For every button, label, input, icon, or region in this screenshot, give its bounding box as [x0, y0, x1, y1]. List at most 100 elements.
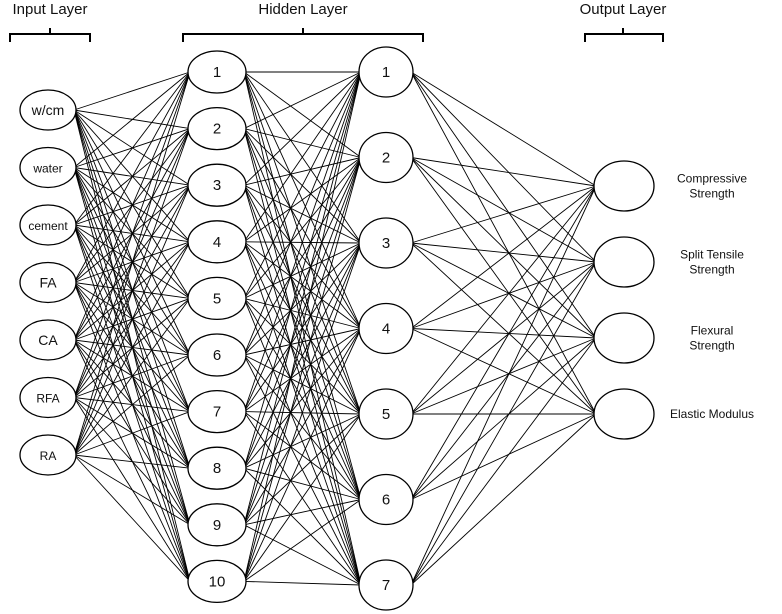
hidden2-output-edge	[410, 157, 597, 415]
hidden-layer-bracket	[182, 28, 424, 42]
hidden2-node-circle	[358, 217, 414, 269]
hidden2-node: 2	[358, 131, 414, 184]
hidden2-output-edge	[410, 157, 597, 187]
hidden2-node-circle	[358, 46, 414, 98]
output-node-circle	[593, 160, 655, 212]
hidden2-output-edge	[410, 337, 597, 586]
hidden1-node-circle	[187, 446, 247, 490]
hidden1-node: 6	[187, 333, 247, 377]
hidden2-output-edge	[410, 71, 597, 339]
hidden2-node: 6	[358, 473, 414, 526]
input-hidden1-edge	[73, 128, 191, 456]
hidden2-node: 3	[358, 217, 414, 269]
output-layer-title: Output Layer	[580, 1, 667, 18]
hidden2-node-label: 7	[382, 577, 390, 594]
output-node	[593, 236, 655, 288]
output-node	[593, 160, 655, 212]
input-hidden1-edge	[73, 71, 191, 341]
hidden2-output-edge	[410, 185, 597, 329]
hidden1-hidden2-edge	[243, 71, 362, 130]
input-node: w/cm	[19, 89, 77, 131]
input-hidden1-edge	[73, 71, 191, 456]
hidden1-node-circle	[187, 50, 247, 94]
hidden1-hidden2-edge	[243, 499, 362, 582]
input-node: FA	[19, 261, 77, 304]
input-node-label: FA	[39, 275, 57, 291]
hidden1-hidden2-edge	[243, 467, 362, 586]
input-node-circle	[19, 434, 77, 476]
hidden2-node-circle	[358, 302, 414, 355]
hidden1-node: 7	[187, 389, 247, 434]
hidden1-node-circle	[187, 333, 247, 377]
hidden2-node-circle	[358, 131, 414, 184]
hidden2-node: 1	[358, 46, 414, 98]
input-node-label: cement	[28, 219, 68, 233]
hidden2-output-edge	[410, 337, 597, 500]
input-node-circle	[19, 376, 77, 419]
hidden1-hidden2-edge	[243, 71, 362, 299]
hidden1-hidden2-edge	[243, 185, 362, 586]
input-node-label: w/cm	[31, 102, 65, 118]
hidden1-hidden2-edge	[243, 242, 362, 469]
hidden1-node: 2	[187, 106, 247, 151]
input-hidden1-edge	[73, 71, 191, 168]
hidden2-output-edge	[410, 185, 597, 244]
hidden2-output-edge	[410, 242, 597, 263]
hidden2-output-edge	[410, 261, 597, 415]
hidden1-node: 9	[187, 503, 247, 547]
hidden1-hidden2-edge	[243, 157, 362, 186]
hidden1-hidden2-edge	[243, 524, 362, 586]
output-node-circle	[593, 388, 655, 440]
hidden2-node-label: 6	[382, 492, 390, 509]
hidden1-hidden2-edge	[243, 157, 362, 243]
input-layer-title: Input Layer	[12, 1, 87, 18]
hidden1-node-label: 4	[213, 234, 221, 251]
hidden2-node-circle	[358, 473, 414, 526]
input-hidden1-edge	[73, 185, 191, 456]
hidden2-output-edge	[410, 157, 597, 339]
hidden1-hidden2-edge	[243, 128, 362, 158]
input-hidden1-edge	[73, 71, 191, 111]
hidden1-node-circle	[187, 220, 247, 264]
output-layer-bracket	[584, 28, 664, 42]
hidden2-output-edge	[410, 185, 597, 415]
hidden2-output-edge	[410, 71, 597, 415]
input-node-circle	[19, 146, 77, 189]
hidden1-hidden2-edge	[243, 413, 362, 469]
hidden2-output-edge	[410, 328, 597, 339]
hidden1-hidden2-edge	[243, 298, 362, 586]
hidden1-node-label: 10	[209, 573, 226, 590]
output-label: Split Tensile	[680, 248, 744, 262]
input-layer-bracket	[9, 28, 91, 42]
hidden1-hidden2-edge	[243, 71, 362, 469]
hidden1-hidden2-edge	[243, 157, 362, 469]
hidden1-node: 1	[187, 50, 247, 94]
input-node-circle	[19, 319, 77, 361]
hidden2-output-edge	[410, 328, 597, 415]
hidden2-output-edge	[410, 185, 597, 500]
hidden2-output-edge	[410, 71, 597, 263]
output-node	[593, 388, 655, 440]
input-node: RFA	[19, 376, 77, 419]
input-node: cement	[19, 204, 77, 246]
hidden1-node: 4	[187, 220, 247, 264]
hidden1-hidden2-edge	[243, 157, 362, 525]
hidden2-node-circle	[358, 559, 414, 611]
input-node-circle	[19, 261, 77, 304]
output-node	[593, 312, 655, 364]
hidden2-node-circle	[358, 388, 414, 440]
hidden1-node-label: 7	[213, 404, 221, 421]
output-label: Flexural	[691, 324, 734, 338]
input-node: CA	[19, 319, 77, 361]
hidden2-output-edge	[410, 185, 597, 586]
hidden1-hidden2-edge	[243, 157, 362, 356]
hidden2-output-edge	[410, 261, 597, 329]
output-label: Elastic Modulus	[670, 407, 754, 421]
output-label: Strength	[689, 339, 734, 353]
hidden1-node-label: 9	[213, 517, 221, 534]
hidden2-output-edge	[410, 261, 597, 586]
connections	[73, 71, 597, 586]
hidden1-node-label: 6	[213, 347, 221, 364]
